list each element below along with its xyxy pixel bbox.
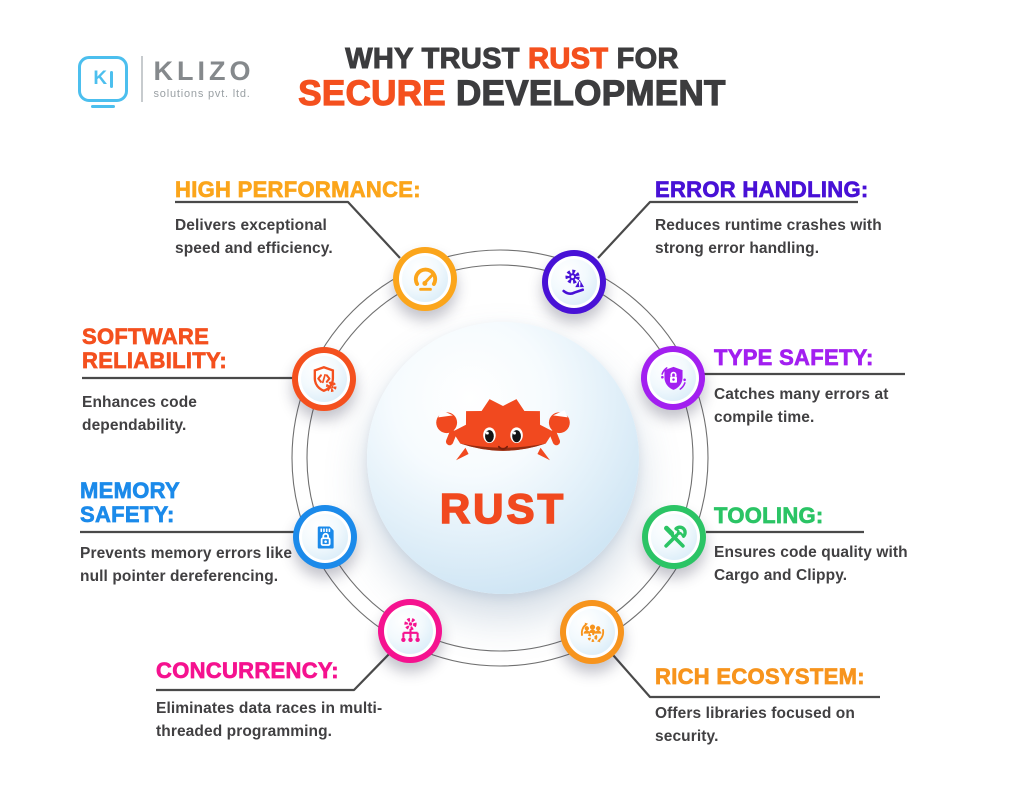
klizo-logo: K KLIZO solutions pvt. ltd. (78, 56, 255, 102)
title-line1-accent: RUST (528, 42, 609, 75)
community-arrows-icon (580, 622, 604, 642)
node-core (551, 259, 597, 305)
title-line2-post: DEVELOPMENT (445, 73, 726, 113)
node-core (387, 608, 433, 654)
crab-eyes (483, 427, 523, 443)
feature-tooling: TOOLING: Ensures code quality with Cargo… (714, 503, 934, 587)
logo-text: KLIZO solutions pvt. ltd. (153, 56, 255, 101)
feature-title: CONCURRENCY: (156, 658, 339, 683)
feature-description: Eliminates data races in multi-threaded … (156, 699, 383, 741)
logo-monogram: K (93, 68, 108, 89)
feature-title: MEMORY SAFETY: (80, 478, 180, 527)
node-core (301, 356, 347, 402)
feature-description: Ensures code quality with Cargo and Clip… (714, 543, 908, 585)
title-line2: SECURE DEVELOPMENT (298, 73, 726, 113)
klizo-logo-icon: K (78, 56, 128, 102)
logo-monogram-bar (110, 70, 113, 88)
gear-warning-hand-icon (561, 269, 584, 295)
node-software-reliability (292, 347, 356, 411)
node-high-performance (393, 247, 457, 311)
node-concurrency (378, 599, 442, 663)
rust-crab-icon (436, 399, 570, 461)
feature-software-reliability: SOFTWARE RELIABILITY: Enhances code depe… (82, 324, 277, 437)
logo-brand: KLIZO (153, 56, 255, 86)
node-core (402, 256, 448, 302)
feature-title: ERROR HANDLING: (655, 177, 869, 202)
logo-tagline: solutions pvt. ltd. (153, 88, 251, 100)
title-line1: WHY TRUST RUST FOR (298, 42, 725, 76)
feature-description: Catches many errors at compile time. (714, 385, 889, 427)
feature-high-performance: HIGH PERFORMANCE: Delivers exceptional s… (175, 177, 421, 260)
title-line1-pre: WHY TRUST (345, 43, 529, 76)
title-line2-accent: SECURE (298, 73, 447, 113)
logo-divider (141, 56, 143, 102)
feature-concurrency: CONCURRENCY: Eliminates data races in mu… (156, 658, 414, 743)
shield-lock-icon (660, 366, 686, 390)
label-connectors (80, 200, 905, 699)
node-tooling (642, 505, 706, 569)
node-type-safety (641, 346, 705, 410)
node-core (302, 514, 348, 560)
node-core (569, 609, 615, 655)
speedometer-icon (413, 267, 437, 291)
feature-description: Enhances code dependability. (82, 393, 198, 435)
shield-code-gear-icon (313, 365, 337, 392)
feature-title: HIGH PERFORMANCE: (175, 177, 421, 202)
gear-threads-icon (400, 617, 420, 642)
feature-description: Reduces runtime crashes with strong erro… (655, 216, 882, 258)
feature-memory-safety: MEMORY SAFETY: Prevents memory errors li… (80, 478, 320, 588)
rust-label: RUST (439, 484, 567, 533)
feature-title: TYPE SAFETY: (714, 345, 874, 370)
feature-description: Offers libraries focused on security. (655, 704, 855, 746)
memory-card-lock-icon (317, 526, 334, 548)
feature-description: Delivers exceptional speed and efficienc… (175, 216, 333, 258)
title-line1-post: FOR (608, 43, 679, 76)
node-core (650, 355, 696, 401)
feature-type-safety: TYPE SAFETY: Catches many errors at comp… (714, 345, 914, 429)
feature-title: TOOLING: (714, 503, 824, 528)
feature-rich-ecosystem: RICH ECOSYSTEM: Offers libraries focused… (655, 664, 887, 748)
node-memory-safety (293, 505, 357, 569)
wrench-screwdriver-icon (663, 525, 687, 548)
node-rich-ecosystem (560, 600, 624, 664)
page-title: WHY TRUST RUST FOR SECURE DEVELOPMENT (298, 42, 726, 113)
feature-error-handling: ERROR HANDLING: Reduces runtime crashes … (655, 177, 900, 260)
feature-title: SOFTWARE RELIABILITY: (82, 324, 227, 373)
center-sphere: RUST (367, 322, 639, 594)
feature-description: Prevents memory errors like null pointer… (80, 544, 293, 586)
node-error-handling (542, 250, 606, 314)
orbit-rings (291, 249, 709, 667)
feature-title: RICH ECOSYSTEM: (655, 664, 865, 689)
node-core (651, 514, 697, 560)
